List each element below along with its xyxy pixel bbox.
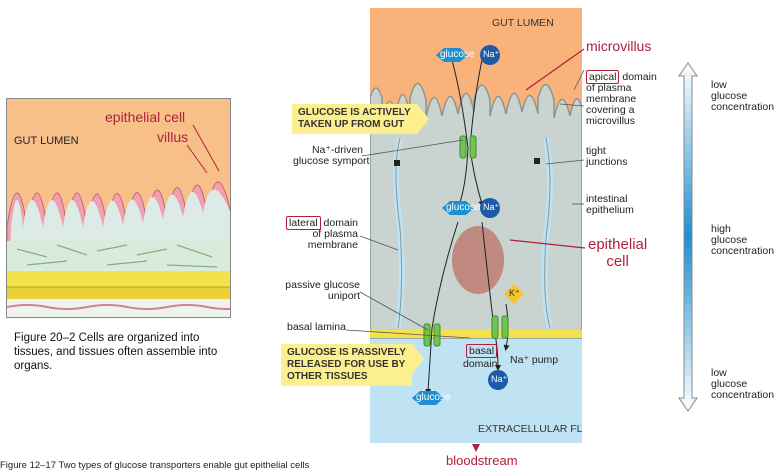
microvillus-label: microvillus xyxy=(586,38,652,54)
concentration-gradient-arrow xyxy=(678,62,698,412)
glucose-label-bottom: glucose xyxy=(416,392,451,403)
figure-12-17-caption: Figure 12–17 Two types of glucose transp… xyxy=(0,460,310,471)
na-label-mid: Na⁺ xyxy=(483,202,500,212)
bloodstream-label: bloodstream xyxy=(446,453,518,468)
glucose-label-mid: glucose xyxy=(446,202,481,213)
left-gut-lumen-label: GUT LUMEN xyxy=(14,135,79,147)
cell-diagram-drawing xyxy=(370,8,582,443)
k-label: K⁺ xyxy=(509,288,520,298)
figure-20-2-caption: Figure 20–2 Cells are organized into tis… xyxy=(14,332,218,372)
main-gut-lumen-label: GUT LUMEN xyxy=(492,17,554,29)
left-villus-label: villus xyxy=(157,129,189,145)
tissue-illustration: GUT LUMEN epithelial cell villus xyxy=(6,98,231,318)
na-pump-label: Na⁺ pump xyxy=(510,354,559,366)
glucose-transport-diagram: GUT LUMEN glucose Na⁺ glucose Na⁺ glucos… xyxy=(370,8,582,443)
basal-label: basal xyxy=(466,344,498,358)
extracellular-fluid-label: EXTRACELLULAR FLUID xyxy=(478,423,582,435)
left-epithelial-cell-label: epithelial cell xyxy=(105,109,186,125)
basal-domain-label: domain xyxy=(463,358,498,370)
na-label-bottom: Na⁺ xyxy=(491,374,508,384)
na-label-top: Na⁺ xyxy=(483,49,500,59)
basal-lamina-label: basal lamina xyxy=(287,321,346,333)
glucose-label-top: glucose xyxy=(440,49,475,60)
villi-drawing xyxy=(7,99,230,317)
left-leader-lines xyxy=(186,124,220,174)
